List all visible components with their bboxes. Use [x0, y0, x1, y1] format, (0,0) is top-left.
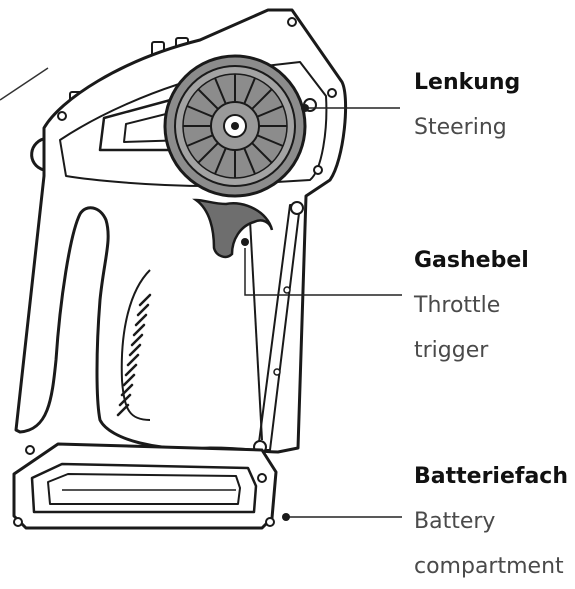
- rail-dot-2: [273, 368, 281, 376]
- battery-door-inner: [47, 473, 241, 505]
- throttle-label-de: Gashebel: [414, 248, 529, 273]
- leader-line-top-left: [0, 67, 49, 101]
- leader-dot-battery: [282, 513, 290, 521]
- throttle-trigger-icon: [192, 198, 274, 259]
- steering-wheel-icon: [163, 54, 307, 198]
- battery-label-en-line1: Battery: [414, 509, 496, 534]
- leader-dot-steering: [301, 104, 309, 112]
- grip-grooves: [116, 293, 152, 417]
- battery-label-de: Batteriefach: [414, 464, 568, 489]
- throttle-label-en-line1: Throttle: [414, 293, 501, 318]
- grip-edge: [120, 269, 151, 421]
- leader-dot-throttle: [241, 238, 249, 246]
- leader-lines: [244, 107, 402, 518]
- steering-label-en: Steering: [414, 115, 507, 140]
- battery-label-en-line2: compartment: [414, 554, 564, 579]
- leader-throttle: [244, 248, 402, 296]
- throttle-label-en-line2: trigger: [414, 338, 489, 363]
- rail-screw-top: [290, 201, 304, 215]
- rail-dot: [283, 286, 291, 294]
- handle-inner-line: [249, 219, 263, 441]
- steering-label-de: Lenkung: [414, 70, 521, 95]
